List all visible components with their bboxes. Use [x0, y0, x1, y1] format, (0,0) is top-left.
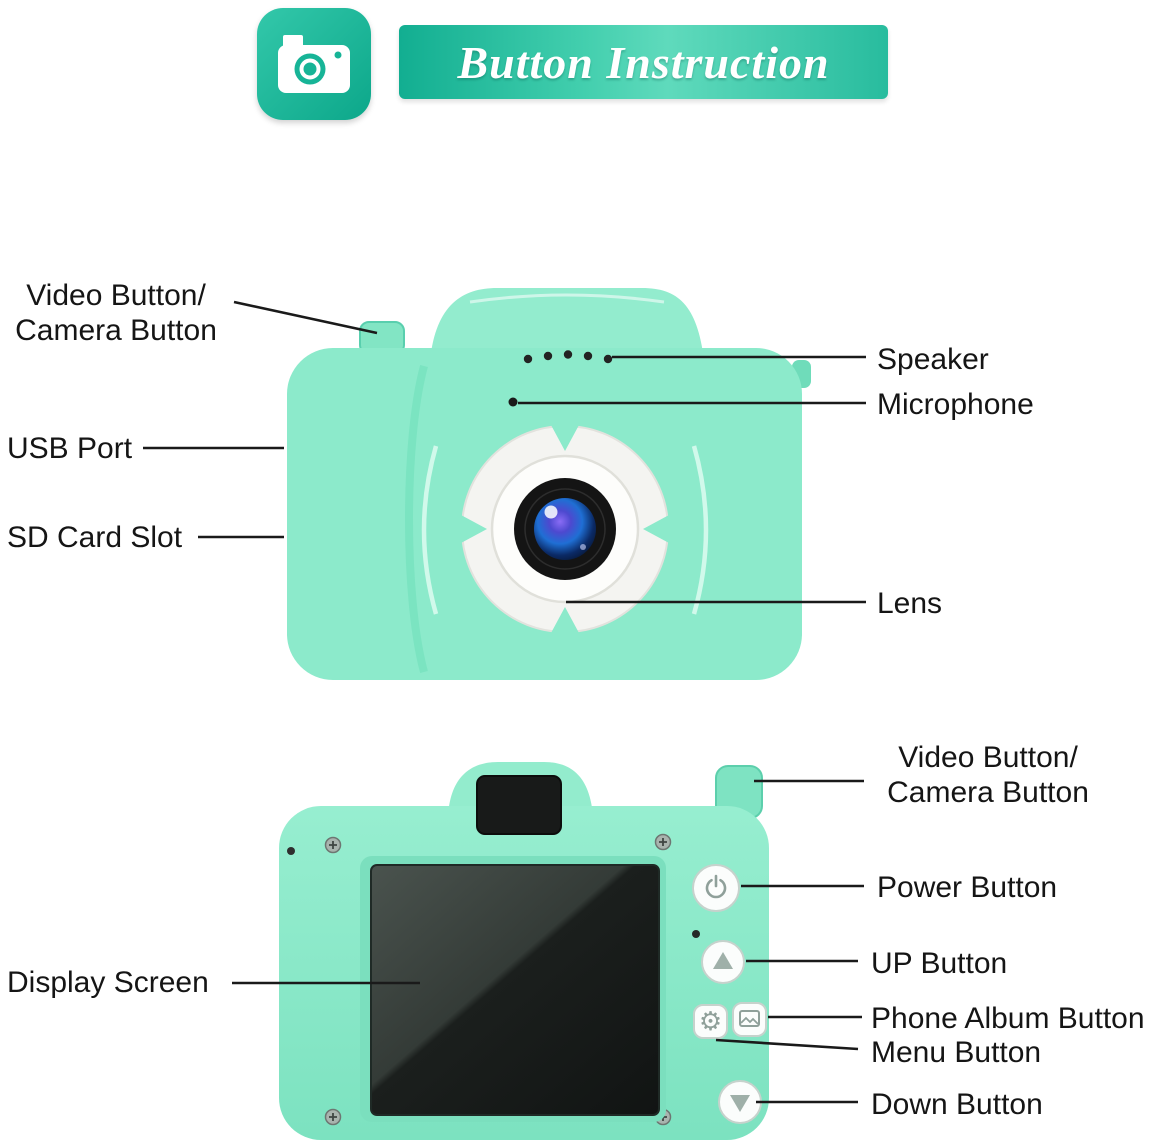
power-button — [692, 864, 740, 912]
power-icon — [705, 874, 727, 899]
strap-hole — [287, 847, 295, 855]
display-screen — [370, 864, 660, 1116]
label-speaker: Speaker — [877, 343, 989, 376]
down-button — [718, 1080, 762, 1124]
menu-button: ⚙ — [693, 1004, 728, 1039]
down-arrow-icon — [730, 1095, 750, 1112]
label-up-button: UP Button — [871, 947, 1008, 980]
up-arrow-icon — [713, 952, 733, 969]
label-video-camera-button-back: Video Button/ Camera Button — [868, 740, 1108, 810]
lens-ring-notches — [461, 425, 669, 633]
camera-icon — [278, 35, 350, 93]
front-hump-highlight — [469, 293, 665, 304]
label-sd-card-slot: SD Card Slot — [7, 521, 183, 554]
lens-glass — [534, 498, 596, 560]
label-line1: Video Button/ — [898, 741, 1078, 774]
gear-icon: ⚙ — [699, 1007, 722, 1037]
label-display-screen: Display Screen — [7, 966, 209, 999]
label-usb-port: USB Port — [7, 432, 133, 465]
phone-album-button — [732, 1002, 767, 1037]
line-menu-button — [715, 1038, 859, 1051]
label-lens: Lens — [877, 587, 943, 620]
page-title: Button Instruction — [457, 36, 830, 88]
line-video-button-front — [233, 300, 378, 335]
indicator-dot — [692, 930, 700, 938]
camera-back: ⚙ — [279, 762, 769, 1140]
label-line2: Camera Button — [15, 314, 217, 348]
viewfinder-window — [476, 775, 562, 835]
label-phone-album-button: Phone Album Button — [871, 1002, 1145, 1035]
lens-assembly — [461, 425, 669, 633]
front-grip-shade — [405, 364, 428, 674]
label-menu-button: Menu Button — [871, 1036, 1042, 1069]
label-down-button: Down Button — [871, 1088, 1043, 1121]
label-video-camera-button-front: Video Button/ Camera Button — [0, 278, 232, 348]
front-top-hump — [430, 288, 704, 360]
front-left-seam — [421, 445, 439, 615]
label-line1: Video Button/ — [26, 279, 206, 312]
label-line2: Camera Button — [887, 776, 1089, 810]
album-icon — [739, 1010, 760, 1027]
header-ribbon: Button Instruction — [399, 25, 888, 99]
front-right-seam — [691, 445, 709, 615]
up-button — [701, 940, 745, 984]
label-power-button: Power Button — [877, 871, 1058, 904]
speaker-holes — [523, 350, 613, 364]
header-camera-badge — [257, 8, 371, 120]
microphone-hole — [508, 397, 518, 407]
leader-lines — [143, 300, 866, 1104]
label-microphone: Microphone — [877, 388, 1034, 421]
camera-front — [287, 288, 811, 680]
